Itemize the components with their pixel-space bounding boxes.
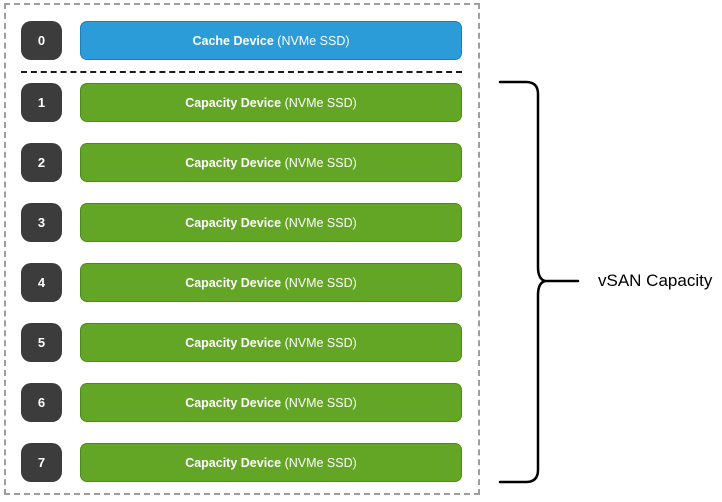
device-index-badge: 6 <box>21 383 62 422</box>
cache-device-box: Cache Device (NVMe SSD) <box>80 21 462 60</box>
device-subtitle: (NVMe SSD) <box>281 155 357 170</box>
device-index-badge: 2 <box>21 143 62 182</box>
device-subtitle: (NVMe SSD) <box>281 275 357 290</box>
device-name: Cache Device <box>192 33 274 48</box>
device-index-badge: 4 <box>21 263 62 302</box>
device-name: Capacity Device <box>185 455 282 470</box>
device-index-badge: 5 <box>21 323 62 362</box>
capacity-brace <box>498 80 580 484</box>
capacity-device-box: Capacity Device (NVMe SSD) <box>80 143 462 182</box>
device-name: Capacity Device <box>185 395 282 410</box>
capacity-device-box: Capacity Device (NVMe SSD) <box>80 323 462 362</box>
device-subtitle: (NVMe SSD) <box>281 455 357 470</box>
capacity-device-box: Capacity Device (NVMe SSD) <box>80 203 462 242</box>
device-subtitle: (NVMe SSD) <box>281 95 357 110</box>
device-index-badge: 0 <box>21 21 62 60</box>
device-subtitle: (NVMe SSD) <box>281 395 357 410</box>
device-row-capacity: 1 Capacity Device (NVMe SSD) <box>6 83 478 122</box>
capacity-device-box: Capacity Device (NVMe SSD) <box>80 443 462 482</box>
device-name: Capacity Device <box>185 275 282 290</box>
disk-group-container: 0 Cache Device (NVMe SSD) 1 Capacity Dev… <box>4 3 480 495</box>
device-index-badge: 1 <box>21 83 62 122</box>
device-name: Capacity Device <box>185 215 282 230</box>
device-row-capacity: 4 Capacity Device (NVMe SSD) <box>6 263 478 302</box>
device-name: Capacity Device <box>185 335 282 350</box>
capacity-device-box: Capacity Device (NVMe SSD) <box>80 383 462 422</box>
vsan-capacity-label: vSAN Capacity <box>598 271 713 290</box>
cache-capacity-divider <box>21 71 462 73</box>
device-name: Capacity Device <box>185 155 282 170</box>
device-row-capacity: 7 Capacity Device (NVMe SSD) <box>6 443 478 482</box>
capacity-device-box: Capacity Device (NVMe SSD) <box>80 83 462 122</box>
device-row-cache: 0 Cache Device (NVMe SSD) <box>6 21 478 60</box>
device-row-capacity: 3 Capacity Device (NVMe SSD) <box>6 203 478 242</box>
device-subtitle: (NVMe SSD) <box>281 215 357 230</box>
device-subtitle: (NVMe SSD) <box>281 335 357 350</box>
device-row-capacity: 6 Capacity Device (NVMe SSD) <box>6 383 478 422</box>
device-row-capacity: 5 Capacity Device (NVMe SSD) <box>6 323 478 362</box>
device-name: Capacity Device <box>185 95 282 110</box>
device-subtitle: (NVMe SSD) <box>273 33 350 48</box>
device-row-capacity: 2 Capacity Device (NVMe SSD) <box>6 143 478 182</box>
device-index-badge: 3 <box>21 203 62 242</box>
capacity-device-box: Capacity Device (NVMe SSD) <box>80 263 462 302</box>
device-index-badge: 7 <box>21 443 62 482</box>
